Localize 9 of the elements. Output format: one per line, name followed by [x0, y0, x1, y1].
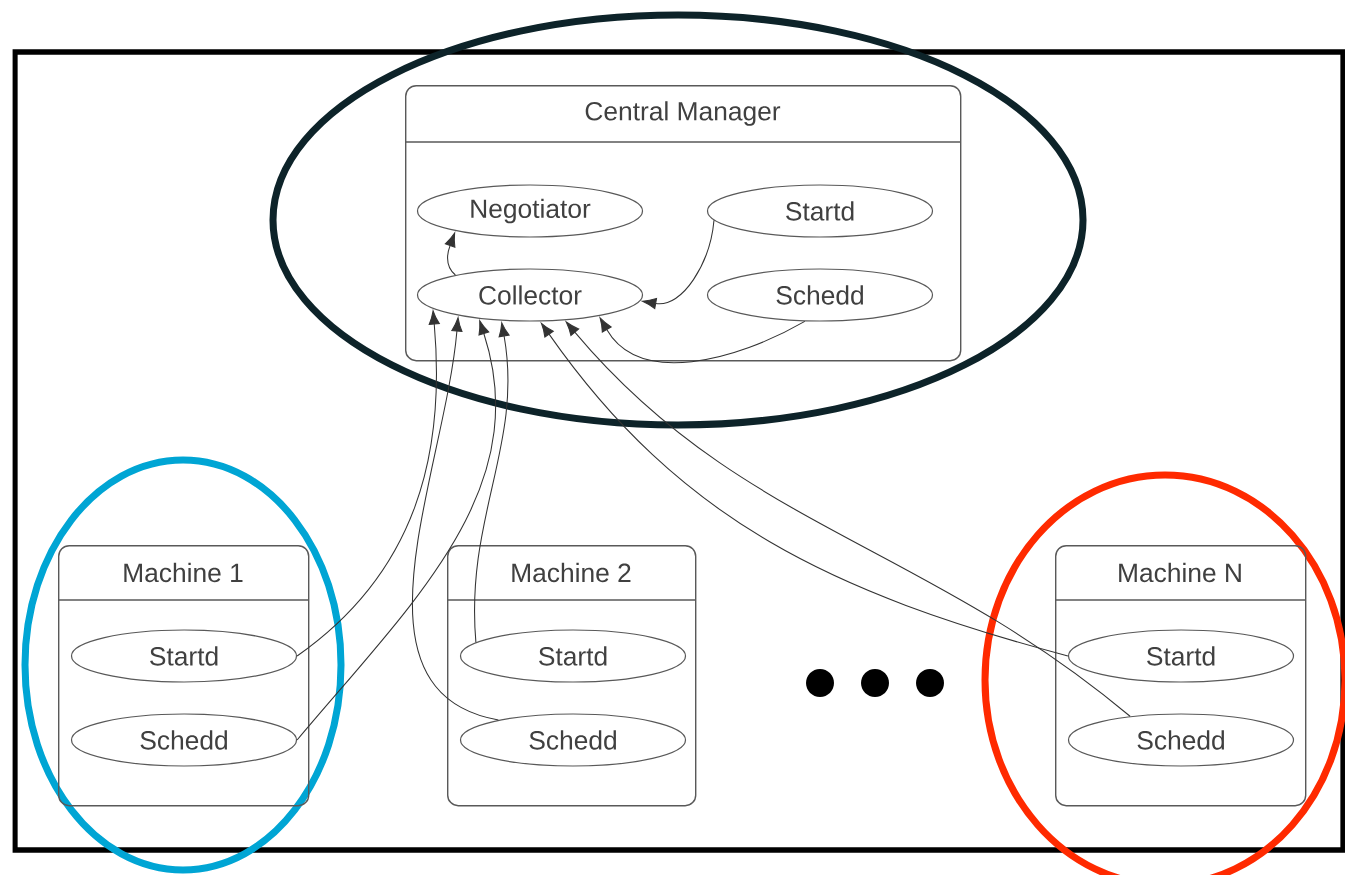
arrow	[565, 321, 1131, 717]
arrow	[296, 310, 440, 657]
arrow	[474, 322, 510, 643]
arrow	[642, 219, 715, 309]
arrow	[540, 322, 1069, 657]
arrow	[411, 317, 499, 721]
arrow	[296, 320, 497, 741]
arrow	[599, 317, 806, 364]
arrow	[444, 232, 456, 276]
